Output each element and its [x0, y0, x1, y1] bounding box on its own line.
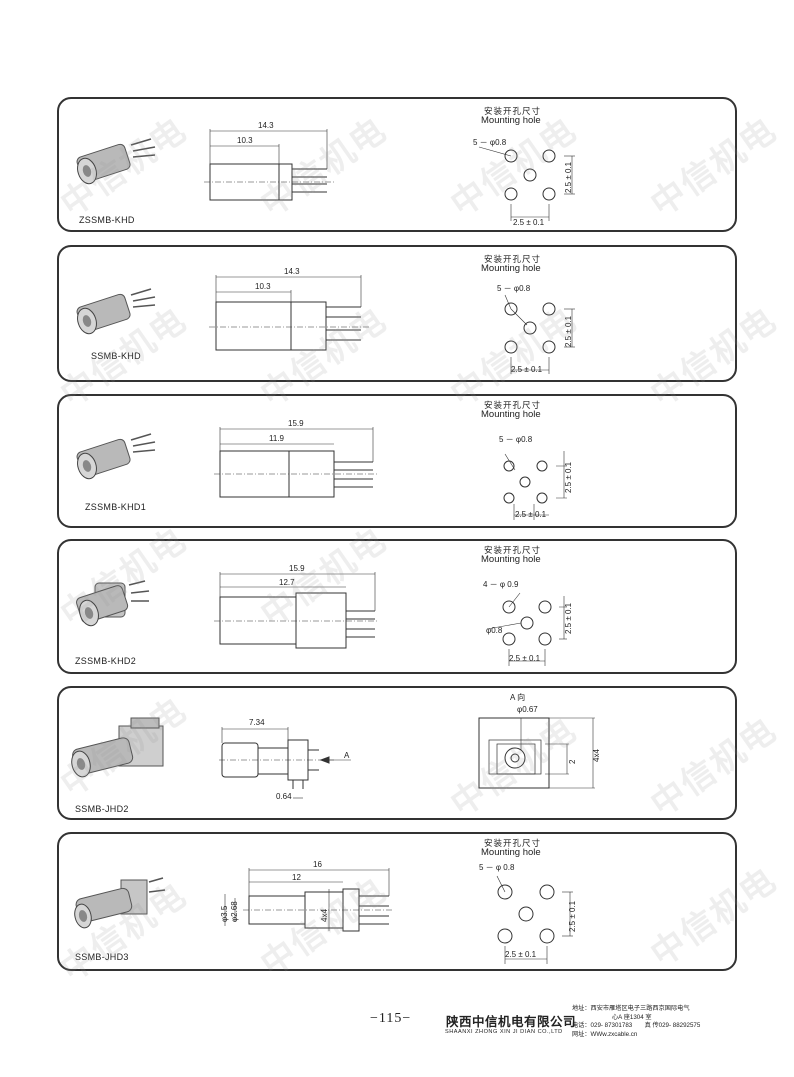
product-name: ZSSMB-KHD1 [85, 502, 147, 512]
product-photo [76, 138, 156, 185]
side-view [214, 427, 379, 498]
side-view [214, 572, 379, 649]
dim-pitch-x: 2.5 ± 0.1 [513, 218, 545, 227]
dim-body: 12 [292, 873, 301, 882]
product-photo [76, 580, 150, 627]
product-name: SSMB-JHD3 [75, 952, 129, 962]
dim-body: 11.9 [269, 434, 285, 443]
mounting-title-en: Mounting hole [481, 847, 541, 858]
company-name-en: SHAANXI ZHONG XIN JI DIAN CO.,LTD [445, 1029, 563, 1035]
product-drawing: 16 12 φ3.5 φ2.68 4x4 5 － φ 0.8 2.5 ± 0.1… [74, 860, 577, 964]
product-drawing: 14.3 10.3 5 － φ0.8 2.5 ± 0.1 2.5 ± 0.1 [76, 267, 575, 374]
product-panel-ssmb-jhd2: 7.34 0.64 A A 向 φ0.67 2 4x4 SSMB-JHD2 [57, 686, 737, 820]
product-photo [76, 288, 156, 335]
mounting-title-en: Mounting hole [481, 554, 541, 565]
product-drawing: 15.9 12.7 4 － φ 0.9 φ0.8 2.5 ± 0.1 2.5 ±… [76, 564, 573, 666]
mounting-title-en: Mounting hole [481, 409, 541, 420]
mounting-view-a [478, 717, 595, 789]
product-drawing: 14.3 10.3 5 － φ0.8 2.5 ± 0.1 2.5 ± 0.1 [76, 121, 575, 227]
dim-holes: 4 － φ 0.9 [483, 580, 519, 589]
dim-overall: 14.3 [258, 121, 274, 130]
product-panel-zssmb-khd: 14.3 10.3 5 － φ0.8 2.5 ± 0.1 2.5 ± 0.1 安… [57, 97, 737, 232]
dim-body: 10.3 [255, 282, 271, 291]
dim-holes: 5 － φ 0.8 [479, 863, 515, 872]
mounting-title-en: Mounting hole [481, 263, 541, 274]
arrow-label: A [344, 751, 350, 760]
dim-overall: 16 [313, 860, 322, 869]
website-line: 网址：WWw.zxcable.cn [572, 1030, 638, 1038]
product-panel-zssmb-khd2: 15.9 12.7 4 － φ 0.9 φ0.8 2.5 ± 0.1 2.5 ±… [57, 539, 737, 674]
dim-center-hole: φ0.8 [486, 626, 503, 635]
dim-overall: 7.34 [249, 718, 265, 727]
dim-overall: 15.9 [289, 564, 305, 573]
dim-pitch-y: 2.5 ± 0.1 [564, 161, 573, 193]
mounting-title-cn: 安装开孔尺寸 [484, 106, 542, 116]
product-photo [76, 433, 156, 480]
product-drawing: 7.34 0.64 A A 向 φ0.67 2 4x4 [71, 692, 601, 801]
mounting-hole-pattern [478, 146, 575, 221]
mounting-hole-pattern [503, 451, 567, 520]
mounting-hole-pattern [504, 294, 575, 374]
mounting-hole-pattern [496, 875, 573, 964]
dim-pitch-y: 2.5 ± 0.1 [568, 900, 577, 932]
dim-d2: φ2.68 [230, 901, 239, 922]
dim-pitch-y: 2.5 ± 0.1 [564, 461, 573, 493]
product-photo [74, 877, 166, 929]
dim-pitch-x: 2.5 ± 0.1 [509, 654, 541, 663]
product-name: SSMB-KHD [91, 351, 141, 361]
product-name: ZSSMB-KHD2 [75, 656, 137, 666]
mounting-title-en: Mounting hole [481, 115, 541, 126]
dim-sq: 4x4 [320, 909, 329, 922]
address-line-2: 心A 座1304 室 [612, 1013, 652, 1021]
dim-d1: φ3.5 [220, 905, 229, 922]
dim-inner: 2 [568, 759, 577, 764]
dim-body: 12.7 [279, 578, 295, 587]
dim-hole: φ0.67 [517, 705, 538, 714]
product-panel-ssmb-khd: 14.3 10.3 5 － φ0.8 2.5 ± 0.1 2.5 ± 0.1 安… [57, 245, 737, 382]
dim-holes: 5 － φ0.8 [499, 435, 533, 444]
product-photo [71, 717, 164, 778]
dim-holes: 5 － φ0.8 [473, 138, 507, 147]
product-name: ZSSMB-KHD [79, 215, 135, 225]
address-line-1: 地址：西安市雁塔区电子三路西京国际电气 [572, 1005, 690, 1012]
page-footer: −115− 陕西中信机电有限公司 SHAANXI ZHONG XIN JI DI… [0, 1003, 794, 1053]
side-view [219, 727, 351, 799]
product-name: SSMB-JHD2 [75, 804, 129, 814]
mounting-title-cn: 安装开孔尺寸 [484, 838, 542, 848]
product-panel-ssmb-jhd3: 16 12 φ3.5 φ2.68 4x4 5 － φ 0.8 2.5 ± 0.1… [57, 832, 737, 971]
mounting-title-cn: 安装开孔尺寸 [484, 400, 542, 410]
side-view [209, 275, 369, 351]
dim-pitch-x: 2.5 ± 0.1 [511, 365, 543, 374]
dim-overall: 15.9 [288, 419, 304, 428]
company-name-cn: 陕西中信机电有限公司 [446, 1015, 577, 1029]
mounting-hole-pattern [486, 592, 567, 666]
dim-holes: 5 － φ0.8 [497, 284, 531, 293]
dim-pitch-y: 2.5 ± 0.1 [564, 602, 573, 634]
mounting-title-cn: 安装开孔尺寸 [484, 254, 542, 264]
dim-pitch-y: 2.5 ± 0.1 [564, 315, 573, 347]
page-number: −115− [370, 1011, 412, 1026]
dim-overall: 14.3 [284, 267, 300, 276]
dim-pitch-x: 2.5 ± 0.1 [505, 950, 537, 959]
side-view [204, 129, 334, 201]
product-panel-zssmb-khd1: 15.9 11.9 5 － φ0.8 2.5 ± 0.1 2.5 ± 0.1 安… [57, 394, 737, 528]
view-label: A 向 [510, 692, 525, 702]
phone-line: 电话：029- 87301783 真 传029- 88292575 [572, 1022, 701, 1029]
dim-body: 10.3 [237, 136, 253, 145]
side-view [224, 868, 394, 932]
dim-pitch-x: 2.5 ± 0.1 [515, 510, 547, 519]
dim-outer: 4x4 [592, 749, 601, 762]
mounting-title-cn: 安装开孔尺寸 [484, 545, 542, 555]
product-drawing: 15.9 11.9 5 － φ0.8 2.5 ± 0.1 2.5 ± 0.1 [76, 419, 573, 520]
dim-pin: 0.64 [276, 792, 292, 801]
contact-info: 地址：西安市雁塔区电子三路西京国际电气 心A 座1304 室 电话：029- 8… [572, 1005, 700, 1039]
